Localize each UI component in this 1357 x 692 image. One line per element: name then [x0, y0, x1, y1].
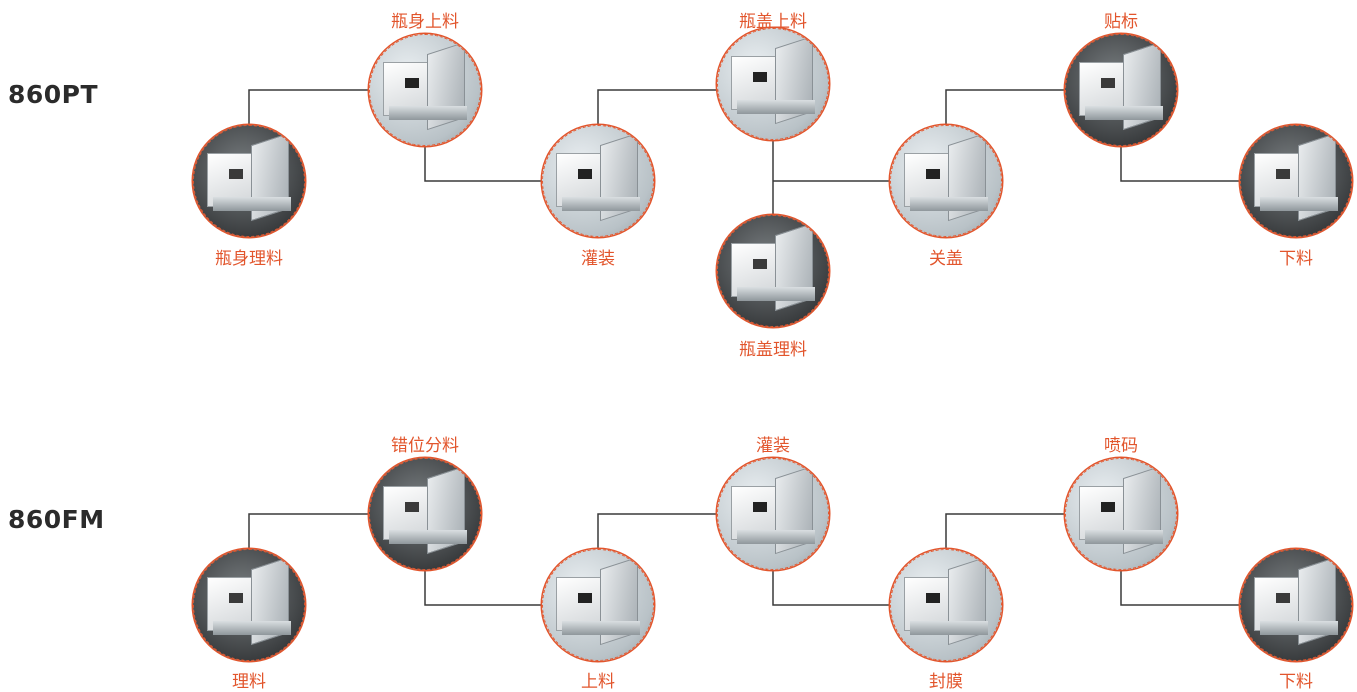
connector: [597, 89, 718, 125]
connector: [248, 513, 370, 548]
step-label: 瓶身理料: [215, 249, 283, 269]
step-label: 下料: [1279, 249, 1313, 269]
step-node-capping: [890, 125, 1002, 237]
step-label: 瓶盖理料: [739, 340, 807, 360]
connector: [1120, 140, 1240, 182]
step-node-labeling: [1065, 34, 1177, 146]
step-node-fm-filling: [717, 458, 829, 570]
step-label: 喷码: [1104, 436, 1138, 456]
model-label-860pt: 860PT: [8, 80, 99, 109]
step-label: 灌装: [756, 436, 790, 456]
step-label: 上料: [581, 672, 615, 692]
step-node-sealing: [890, 549, 1002, 661]
step-label: 理料: [232, 672, 266, 692]
step-label: 灌装: [581, 249, 615, 269]
step-node-cap-sorting: [717, 215, 829, 327]
connector: [597, 513, 718, 548]
connector: [424, 570, 543, 606]
step-label: 下料: [1279, 672, 1313, 692]
step-node-bottle-loading: [369, 34, 481, 146]
model-label-860fm: 860FM: [8, 505, 105, 534]
step-node-cap-loading: [717, 28, 829, 140]
step-node-fm-unloading: [1240, 549, 1352, 661]
connector: [248, 89, 370, 125]
step-label: 瓶盖上料: [739, 12, 807, 32]
connector: [945, 513, 1066, 548]
step-node-sorting: [193, 549, 305, 661]
step-label: 贴标: [1104, 12, 1138, 32]
step-node-unloading: [1240, 125, 1352, 237]
step-label: 错位分料: [391, 436, 459, 456]
connector: [1120, 570, 1240, 606]
step-node-inkjet-coding: [1065, 458, 1177, 570]
step-label: 关盖: [929, 249, 963, 269]
connector: [945, 89, 1066, 125]
step-node-staggered-feeding: [369, 458, 481, 570]
step-node-bottle-sorting: [193, 125, 305, 237]
step-label: 瓶身上料: [391, 12, 459, 32]
connector: [772, 570, 892, 606]
connector: [424, 140, 543, 182]
step-node-loading: [542, 549, 654, 661]
step-label: 封膜: [929, 672, 963, 692]
step-node-filling: [542, 125, 654, 237]
